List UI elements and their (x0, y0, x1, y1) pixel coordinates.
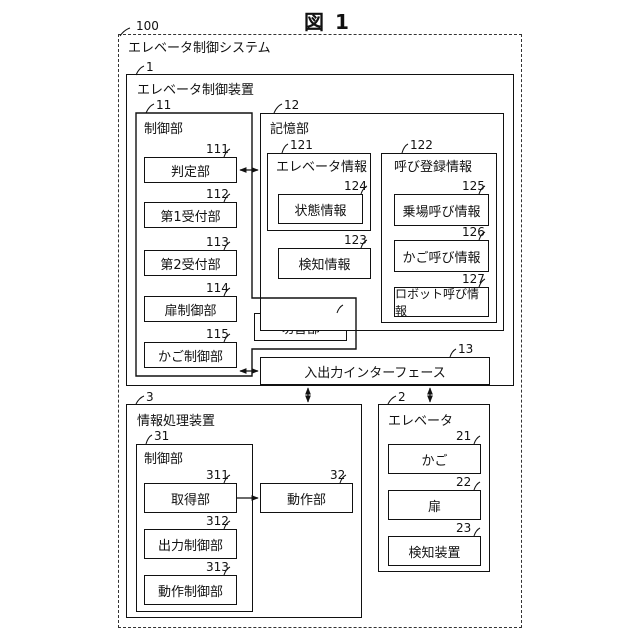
judgment-unit: 判定部 (144, 157, 237, 183)
ip-control-unit-ref: 31 (154, 430, 169, 443)
robot-call-info: ロボット呼び情報 (394, 287, 489, 317)
action-control-unit: 動作制御部 (144, 575, 237, 605)
output-control-unit: 出力制御部 (144, 529, 237, 559)
figure-title: 図 1 (304, 6, 351, 35)
car: かご (388, 444, 481, 474)
call-registration-info-label: 呼び登録情報 (394, 160, 472, 175)
elevator-info-label: エレベータ情報 (276, 160, 367, 175)
car-call-info-ref: 126 (462, 226, 485, 239)
action-unit: 動作部 (260, 483, 353, 513)
call-registration-info-ref: 122 (410, 139, 433, 152)
car-ref: 21 (456, 430, 471, 443)
detection-info-ref: 123 (344, 234, 367, 247)
elevator-device-label: エレベータ (388, 414, 453, 429)
control-device-ref: 1 (146, 61, 154, 74)
car-control-unit: かご制御部 (144, 342, 237, 368)
door-ref: 22 (456, 476, 471, 489)
action-unit-ref: 32 (330, 469, 345, 482)
door-control-unit-ref: 114 (206, 282, 229, 295)
door: 扉 (388, 490, 481, 520)
elevator-device-ref: 2 (398, 391, 406, 404)
acquisition-unit-ref: 311 (206, 469, 229, 482)
io-interface: 入出力インターフェース (260, 357, 490, 385)
first-reception-unit: 第1受付部 (144, 202, 237, 228)
control-unit-label: 制御部 (144, 122, 183, 137)
system-ref: 100 (136, 20, 159, 33)
car-call-info: かご呼び情報 (394, 240, 489, 272)
info-processing-ref: 3 (146, 391, 154, 404)
state-info: 状態情報 (278, 194, 363, 224)
door-control-unit: 扉制御部 (144, 296, 237, 322)
system-label: エレベータ制御システム (128, 41, 271, 56)
control-device-label: エレベータ制御装置 (137, 83, 254, 98)
first-reception-unit-ref: 112 (206, 188, 229, 201)
robot-call-info-ref: 127 (462, 273, 485, 286)
acquisition-unit: 取得部 (144, 483, 237, 513)
ip-control-unit-label: 制御部 (144, 452, 183, 467)
detection-device: 検知装置 (388, 536, 481, 566)
elevator-info-ref: 121 (290, 139, 313, 152)
detection-device-ref: 23 (456, 522, 471, 535)
storage-unit-ref: 12 (284, 99, 299, 112)
output-control-unit-ref: 312 (206, 515, 229, 528)
state-info-ref: 124 (344, 180, 367, 193)
action-control-unit-ref: 313 (206, 561, 229, 574)
detection-info: 検知情報 (278, 248, 371, 279)
car-control-unit-ref: 115 (206, 328, 229, 341)
second-reception-unit: 第2受付部 (144, 250, 237, 276)
io-interface-ref: 13 (458, 343, 473, 356)
second-reception-unit-ref: 113 (206, 236, 229, 249)
storage-unit-label: 記憶部 (270, 122, 309, 137)
hall-call-info: 乗場呼び情報 (394, 194, 489, 226)
control-unit-ref: 11 (156, 99, 171, 112)
hall-call-info-ref: 125 (462, 180, 485, 193)
judgment-unit-ref: 111 (206, 143, 229, 156)
info-processing-label: 情報処理装置 (137, 414, 215, 429)
